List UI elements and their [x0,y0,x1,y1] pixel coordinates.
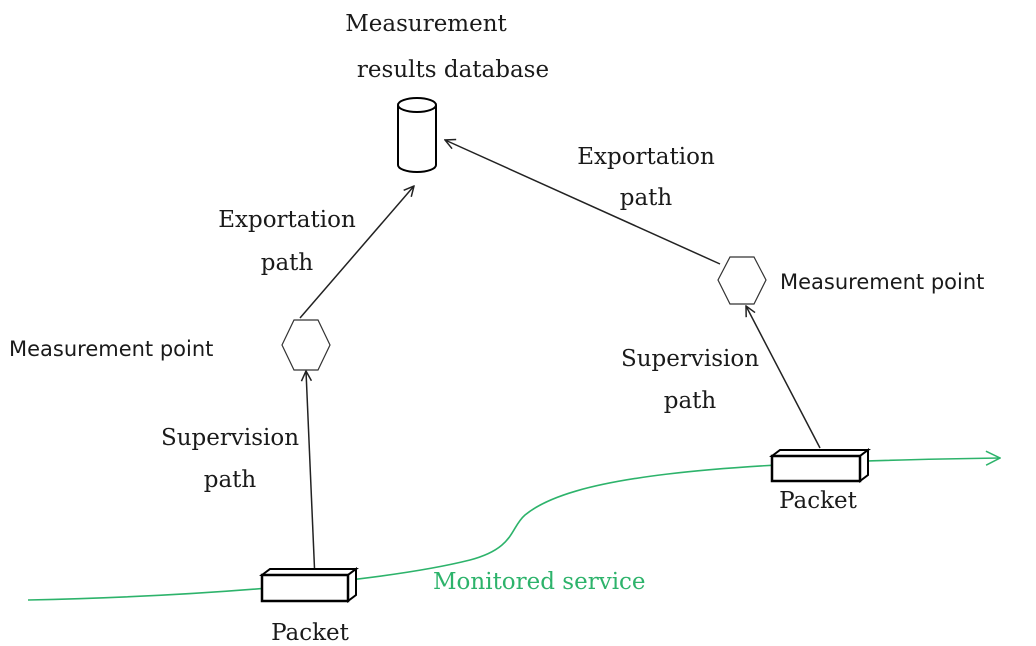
database-title-line1: Measurement [345,11,507,37]
right-supervision-label-line2: path [664,388,717,414]
right-packet-icon [769,448,871,483]
right-measurement-point-label: Measurement point [780,270,984,294]
left-supervision-label-line1: Supervision [161,425,299,451]
database-title-line2: results database [357,57,549,83]
left-exportation-label-line2: path [261,250,314,276]
monitored-service-curve [27,458,1000,601]
left-supervision-arrow [306,371,316,581]
right-supervision-label-line1: Supervision [621,346,759,372]
right-exportation-label-line2: path [620,185,673,211]
right-packet-label: Packet [779,488,858,514]
right-exportation-arrow [445,140,721,265]
database-icon [397,97,437,173]
monitored-service-label: Monitored service [433,569,646,595]
left-supervision-label-line2: path [204,467,257,493]
right-exportation-label-line1: Exportation [577,144,715,170]
left-packet-icon [259,567,359,603]
left-measurement-point-icon [281,319,331,371]
left-exportation-arrow [299,186,414,319]
right-supervision-arrow [746,306,821,449]
right-measurement-point-icon [717,256,767,305]
left-packet-label: Packet [271,620,350,646]
left-exportation-label-line1: Exportation [218,207,356,233]
left-measurement-point-label: Measurement point [9,337,213,361]
